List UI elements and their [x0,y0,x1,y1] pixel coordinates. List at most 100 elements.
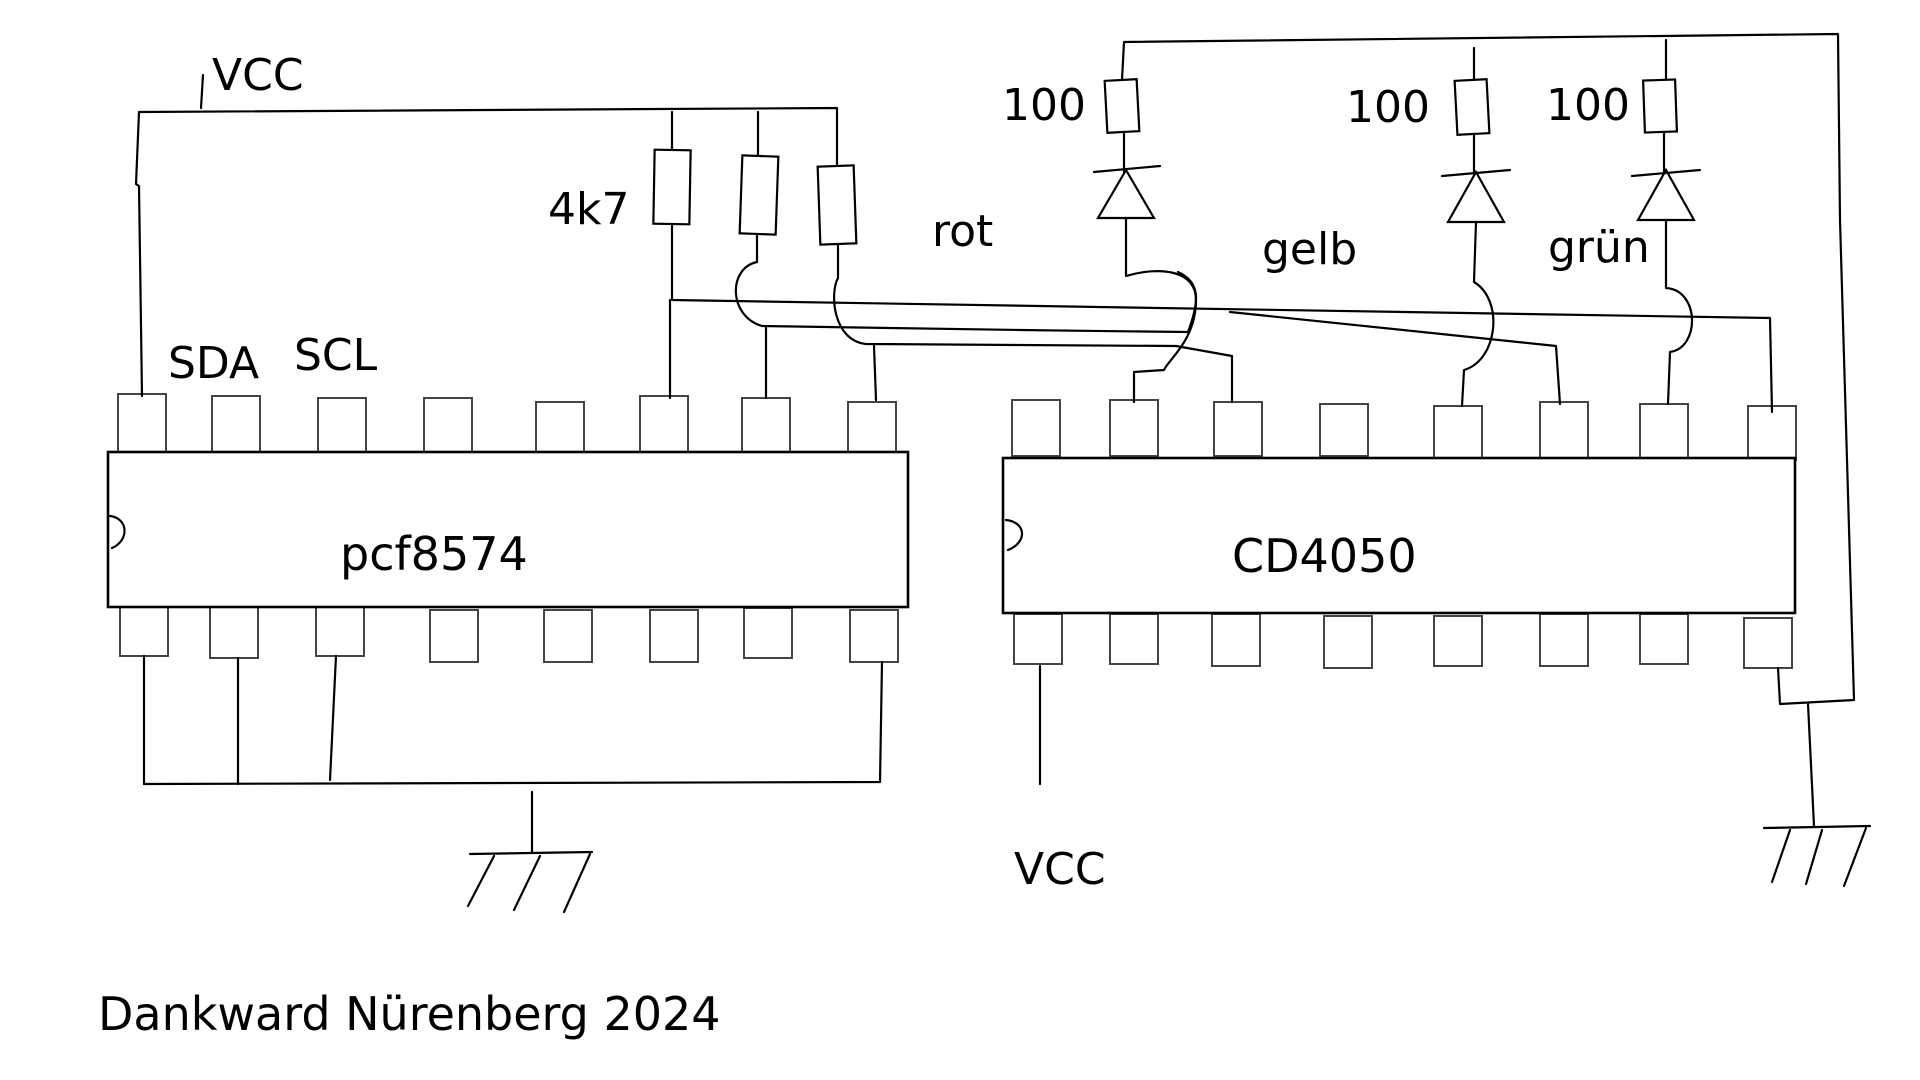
ground-left-bar [468,850,594,856]
pin [1211,613,1261,667]
sda-label: SDA [168,338,259,389]
pin [1433,405,1483,459]
pin [1743,617,1793,669]
led-yellow-icon [1446,169,1506,224]
ground-symbol-left [466,850,594,914]
pin [1639,613,1689,665]
ground-right-hatch-3 [1842,826,1868,888]
cd4050-body [1001,456,1797,615]
pin [1747,405,1797,461]
led-green-label: grün [1548,222,1650,273]
pin [211,395,261,455]
ground-symbol-right [1762,702,1872,888]
pin [1539,613,1589,667]
cd4050-vcc: VCC [1014,664,1106,895]
pcf8574-body [106,450,910,609]
cd4050-top-pins [1011,399,1797,461]
pin [1433,615,1483,667]
pin [423,397,473,455]
pin [1013,613,1063,665]
pin [119,605,169,657]
pin [543,609,593,663]
pullup-resistors: 4k7 [548,148,858,246]
signal-wire-4 [1228,310,1562,406]
yellow-wire-2 [1460,220,1495,408]
pcf8574-address-ground [142,654,884,854]
pcf8574-bottom-pins [119,605,899,663]
led-green-icon [1636,167,1696,222]
led-red-label: rot [932,206,993,257]
pin [649,609,699,663]
pin [639,395,689,455]
pullup-resistor-3 [816,164,858,246]
led-branch-red: 100 rot [932,78,1198,404]
led-branch-green: 100 grün [1546,78,1702,406]
led-green-bar [1630,168,1702,178]
pin [1639,403,1689,459]
cd4050-bottom-pins [1013,613,1793,669]
pin [315,605,365,657]
resistor-red [1103,78,1141,134]
led-supply-wire [1120,32,1856,706]
resistor-yellow-label: 100 [1346,82,1430,133]
pin [847,401,897,455]
vcc-bottom-label: VCC [1014,844,1106,895]
pin [741,397,791,455]
ground-left-hatch-3 [562,852,592,914]
vcc-rail: VCC [134,50,839,398]
pullup-resistor-1 [652,148,692,226]
ground-right-hatch-2 [1804,828,1824,886]
ic-pcf8574: pcf8574 [106,393,910,663]
pcf8574-label: pcf8574 [340,527,528,581]
pin [317,397,367,455]
ground-right-hatch-1 [1770,828,1792,884]
pin [743,607,793,659]
resistor-green [1641,78,1679,134]
signal-wire-1 [670,222,1774,414]
ground-right-bar [1762,824,1872,830]
ground-right-stem [1806,702,1816,828]
pcf8574-top-pins [117,393,897,455]
pin [535,401,585,455]
led-branch-yellow: 100 gelb [1262,78,1512,408]
scl-label: SCL [294,330,378,381]
led-red-icon [1096,167,1156,220]
led-red-bar [1092,164,1162,174]
pin [117,393,167,455]
led-supply [1120,32,1856,706]
pin [1109,613,1159,665]
ic-cd4050: CD4050 [1001,399,1797,669]
pin [1323,615,1373,669]
pin [429,609,479,663]
ground-left-hatch-2 [512,854,542,912]
pullup-value-label: 4k7 [548,184,629,235]
cd4050-label: CD4050 [1232,529,1417,583]
pin [849,609,899,663]
pin [1011,399,1061,457]
pin [1109,399,1159,457]
cd4050-notch [1004,518,1024,552]
resistor-yellow [1453,78,1491,136]
pcf-pin-8-wire [872,344,878,402]
led-yellow-label: gelb [1262,224,1357,275]
author-credit: Dankward Nürenberg 2024 [98,987,721,1041]
pin [1213,401,1263,457]
vcc-stub [199,73,205,110]
pin [1319,403,1369,457]
vcc-top-label: VCC [212,50,304,101]
pcf8574-notch [108,514,126,550]
resistor-green-label: 100 [1546,80,1630,131]
pin [1539,401,1589,459]
green-wire-2 [1664,218,1694,406]
led-yellow-bar [1440,168,1512,178]
resistor-red-label: 100 [1002,80,1086,131]
pullup-resistor-2 [738,154,780,236]
signal-wire-3 [832,242,1234,404]
red-wire-2 [1124,216,1198,404]
ground-left-hatch-1 [466,854,496,908]
addr-wire-a2 [328,654,338,782]
ground-bus-left [142,660,884,786]
pin [209,605,259,659]
